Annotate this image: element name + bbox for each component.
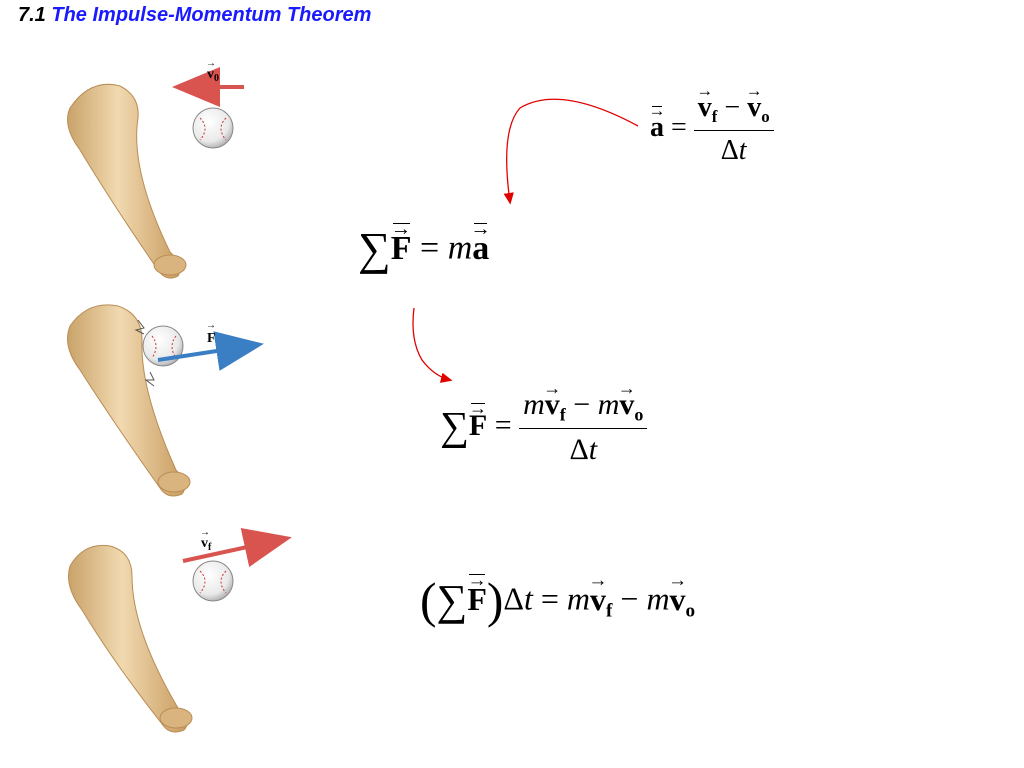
equation-momentum-rate: ∑→F = m→vf − m→vo Δt [440, 379, 648, 467]
acc-equals: = [671, 111, 687, 143]
imp-v1-sub: f [606, 600, 613, 622]
imp-delta: Δ [503, 580, 524, 617]
connector-arrow-acceleration [503, 98, 639, 205]
force-arrow [157, 331, 264, 371]
newton-a: a [472, 229, 490, 267]
imp-minus: − [620, 580, 639, 617]
connector-arrow-newton [412, 307, 453, 383]
bat-during-impact [67, 304, 191, 497]
imp-force: F [467, 580, 487, 617]
force-label: F [207, 331, 216, 346]
section-title: The Impulse-Momentum Theorem [51, 4, 372, 26]
equation-impulse: (∑→F)Δt = m→vf − m→vo [420, 569, 696, 628]
acc-num-v1: v [697, 92, 712, 123]
newton-equals: = [420, 229, 440, 267]
acc-num-v2: v [747, 92, 762, 123]
mr-v1-sub: f [559, 404, 566, 425]
mr-m1: m [523, 388, 545, 421]
acc-lhs-a: a [650, 111, 664, 143]
mr-m2: m [597, 388, 620, 421]
initial-velocity-vector-arrow: → [206, 58, 216, 69]
imp-lparen: ( [420, 573, 437, 628]
acc-num-v2-sub: o [761, 106, 770, 126]
imp-rparen: ) [486, 573, 504, 628]
bat-after-impact [68, 544, 193, 733]
bat-before-impact [67, 83, 187, 279]
section-number: 7.1 [18, 4, 46, 26]
imp-t: t [523, 580, 533, 617]
imp-equals: = [540, 580, 559, 617]
mr-minus: − [573, 388, 591, 421]
newton-sigma: ∑ [358, 223, 391, 274]
mr-den-t: t [588, 433, 598, 467]
imp-m1: m [566, 580, 590, 617]
force-vector-arrow: → [206, 320, 216, 331]
final-velocity-vector-arrow: → [200, 527, 210, 538]
acc-minus: − [724, 92, 741, 123]
newton-force: F [390, 229, 412, 267]
mr-v1: v [544, 388, 560, 421]
newton-m: m [447, 229, 473, 267]
imp-v2: v [669, 580, 686, 617]
mr-force: F [468, 408, 488, 442]
mr-v2: v [619, 388, 635, 421]
mr-sigma: ∑ [440, 403, 469, 449]
final-velocity-label: vf [201, 536, 212, 553]
initial-velocity-label: v0 [207, 67, 219, 84]
ball-after-impact [192, 560, 234, 602]
slide-title: 7.1 The Impulse-Momentum Theorem [18, 4, 371, 27]
imp-sigma: ∑ [436, 577, 468, 625]
ball-before-impact [192, 107, 234, 149]
mr-fraction: m→vf − m→vo Δt [519, 379, 648, 467]
acc-num-v1-sub: f [711, 106, 718, 126]
acc-den-delta: Δ [720, 134, 739, 166]
mr-v2-sub: o [634, 404, 644, 425]
acc-fraction: →vf − →vo Δt [693, 82, 774, 167]
final-velocity-arrow [182, 527, 292, 568]
imp-m2: m [646, 580, 670, 617]
acc-den-t: t [738, 134, 747, 166]
equation-acceleration: →a = →vf − →vo Δt [649, 82, 774, 167]
imp-v2-sub: o [685, 600, 696, 622]
mr-equals: = [494, 408, 512, 442]
imp-v1: v [590, 580, 606, 617]
mr-den-delta: Δ [569, 433, 589, 467]
equation-newton: ∑→F = m→a [358, 217, 491, 274]
